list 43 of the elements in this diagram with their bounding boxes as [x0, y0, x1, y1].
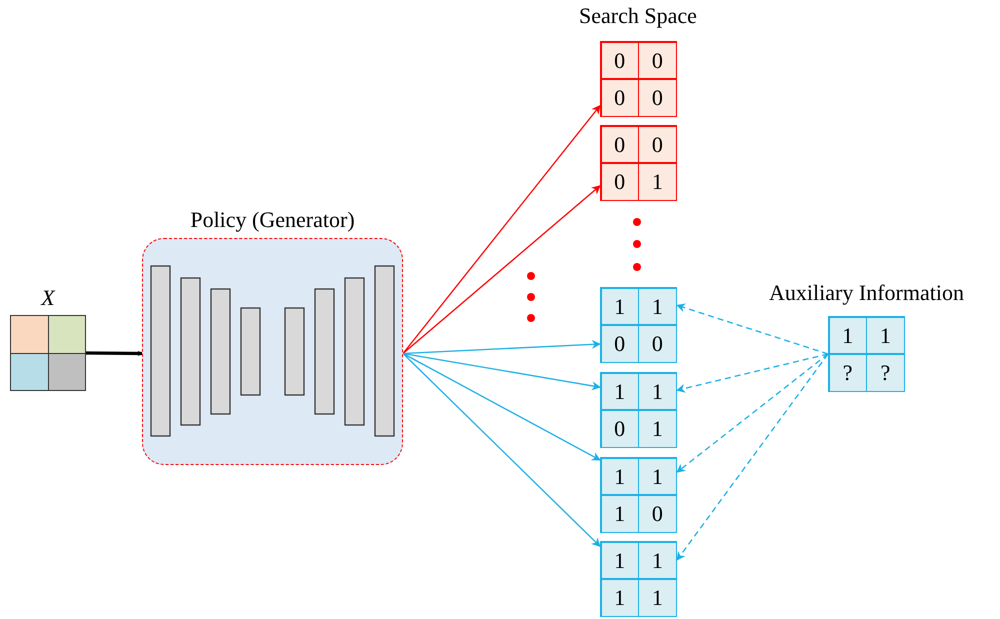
matrix-cell: 1	[639, 374, 676, 410]
matrix-cell: 1	[639, 288, 676, 324]
matrix-cell: 0	[602, 80, 638, 116]
column-title: Search Space	[578, 3, 698, 29]
arrow	[402, 352, 601, 390]
matrix-cell: 0	[639, 326, 676, 362]
matrix-cell: 0	[602, 326, 638, 362]
box-heading: Auxiliary Information	[769, 280, 964, 306]
matrix-cell: 1	[639, 542, 676, 578]
matrix-cell: 1	[602, 288, 638, 324]
matrix-cell: 0	[602, 42, 638, 78]
matrix-cell: 1	[639, 458, 676, 494]
arrow	[402, 353, 601, 547]
matrix-cell: 0	[639, 496, 676, 532]
matrix-cell: 0	[639, 42, 676, 78]
arrow	[676, 303, 828, 355]
matrix-cell: 1	[602, 458, 638, 494]
arrow	[402, 185, 601, 354]
input-label: X	[41, 285, 55, 311]
matrix-cell: 1	[867, 318, 904, 354]
arrow	[676, 353, 828, 473]
arrow	[86, 350, 142, 356]
matrix-cell: 0	[639, 126, 676, 162]
matrix-cell: 1	[602, 374, 638, 410]
matrix-cell: 1	[830, 318, 866, 354]
matrix-cell: ?	[830, 354, 866, 390]
matrix-cell: 0	[602, 410, 638, 446]
arrow	[676, 354, 829, 561]
arrow	[402, 104, 601, 354]
matrix-cell: 1	[602, 580, 638, 616]
arrow	[402, 340, 601, 354]
arrow	[676, 353, 828, 393]
matrix-cell: ?	[867, 354, 904, 390]
matrix-cell: 0	[602, 126, 638, 162]
box-heading: Policy (Generator)	[190, 207, 355, 233]
matrix-cell: 1	[639, 164, 676, 200]
matrix-cell: 1	[602, 542, 638, 578]
matrix-cell: 0	[602, 164, 638, 200]
matrix-cell: 1	[602, 496, 638, 532]
matrix-cell: 0	[639, 80, 676, 116]
matrix-cell: 1	[639, 580, 676, 616]
arrow	[402, 352, 601, 461]
matrix-cell: 1	[639, 410, 676, 446]
